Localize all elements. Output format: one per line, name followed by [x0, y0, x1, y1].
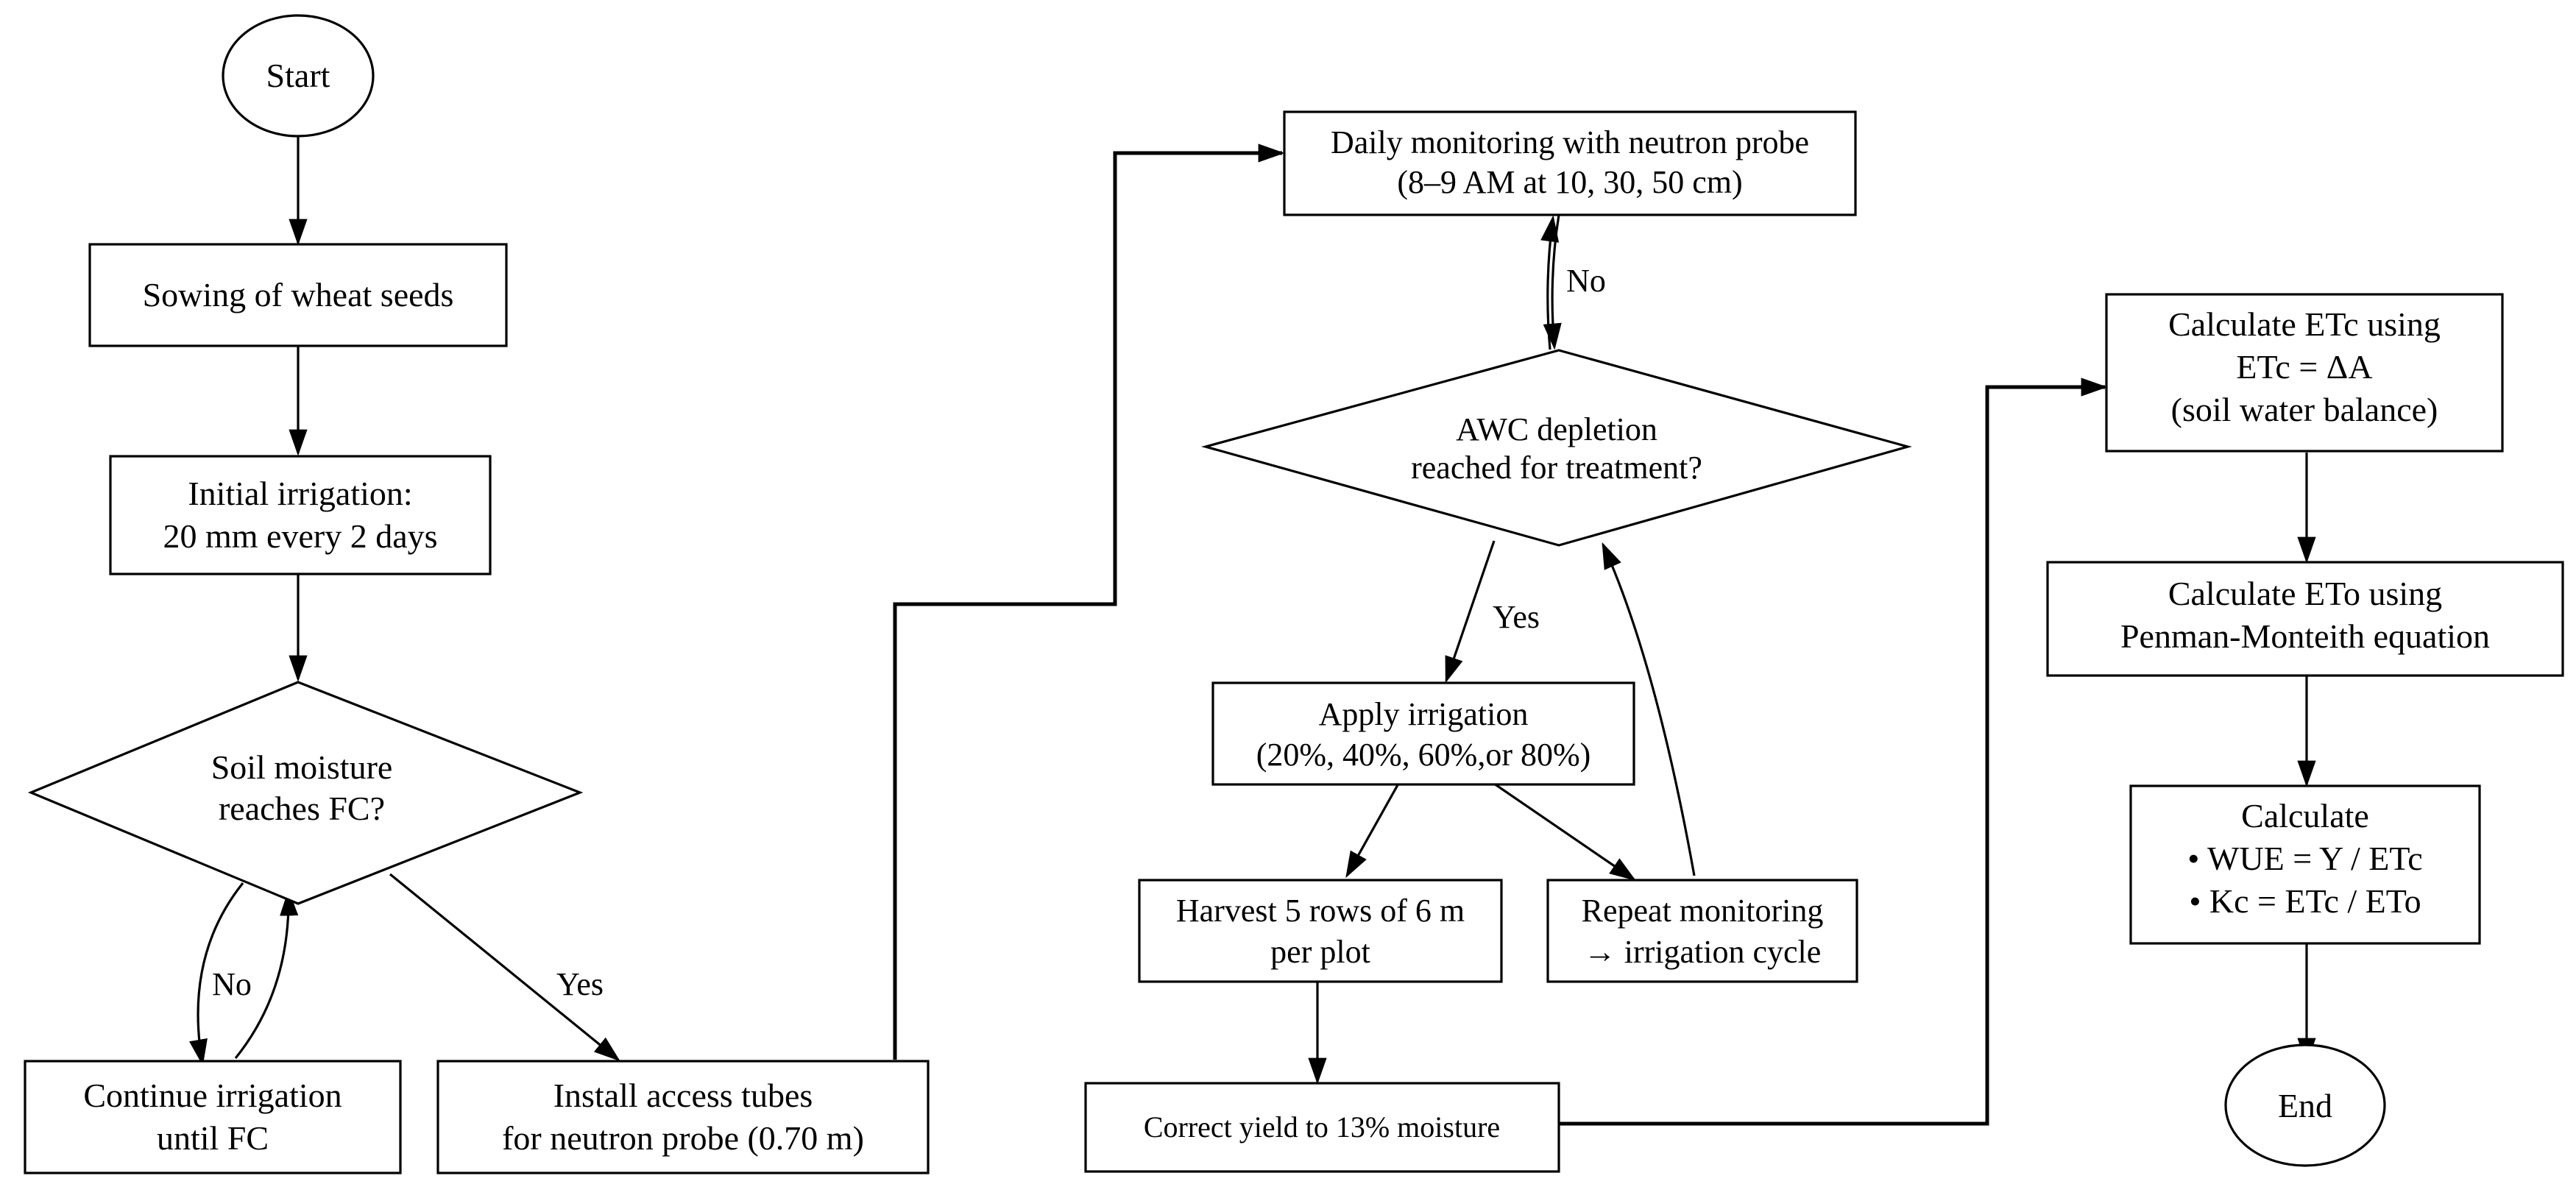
edge-labels: No Yes No Yes — [212, 263, 1606, 1002]
node-continue-irrigation: Continue irrigation until FC — [24, 1060, 402, 1174]
svg-text:ETc = ΔA: ETc = ΔA — [2236, 348, 2372, 386]
svg-text:Soil moisture: Soil moisture — [211, 748, 393, 786]
svg-text:• Kc = ETc / ETo: • Kc = ETc / ETo — [2189, 882, 2421, 920]
node-apply-irrigation: Apply irrigation (20%, 40%, 60%,or 80%) — [1211, 681, 1635, 786]
svg-text:Initial irrigation:: Initial irrigation: — [188, 475, 412, 512]
edge-install-daily — [893, 143, 1285, 1060]
edge-correct-etc — [1557, 378, 2108, 1126]
node-awc-decision: AWC depletion reached for treatment? — [1200, 349, 1912, 547]
edges — [189, 137, 2316, 1126]
svg-text:Repeat monitoring: Repeat monitoring — [1582, 893, 1824, 929]
edge-awc-daily — [1540, 215, 1560, 350]
edge-apply-harvest — [1345, 783, 1400, 879]
svg-text:Daily monitoring with neutron: Daily monitoring with neutron probe — [1331, 124, 1809, 160]
svg-text:per plot: per plot — [1270, 934, 1370, 970]
svg-text:20 mm every 2 days: 20 mm every 2 days — [163, 517, 437, 555]
svg-text:Harvest 5 rows of 6 m: Harvest 5 rows of 6 m — [1176, 893, 1465, 929]
edge-label-awc-no: No — [1566, 263, 1606, 299]
edge-daily-awc — [1543, 214, 1562, 350]
node-calc-wue-kc: Calculate • WUE = Y / ETc • Kc = ETc / E… — [2129, 784, 2481, 945]
svg-text:(8–9 AM at 10, 30, 50 cm): (8–9 AM at 10, 30, 50 cm) — [1397, 164, 1742, 200]
edge-soil-continue — [189, 882, 244, 1066]
node-start: Start — [222, 14, 375, 138]
svg-text:Calculate ETo using: Calculate ETo using — [2168, 575, 2442, 612]
svg-text:Calculate ETc using: Calculate ETc using — [2168, 305, 2441, 343]
node-soil-moisture-decision: Soil moisture reaches FC? — [27, 681, 584, 905]
node-sowing: Sowing of wheat seeds — [88, 243, 508, 347]
edge-awc-apply — [1445, 540, 1496, 684]
svg-text:Correct yield to 13% moisture: Correct yield to 13% moisture — [1144, 1110, 1500, 1144]
edge-label-awc-yes: Yes — [1493, 599, 1540, 635]
svg-text:until FC: until FC — [157, 1119, 269, 1157]
edge-continue-soil — [234, 889, 299, 1060]
node-install-tubes: Install access tubes for neutron probe (… — [436, 1060, 930, 1174]
edge-repeat-awc — [1602, 542, 1696, 876]
node-calc-etc: Calculate ETc using ETc = ΔA (soil water… — [2105, 293, 2504, 453]
svg-text:(20%, 40%, 60%,or 80%): (20%, 40%, 60%,or 80%) — [1256, 737, 1591, 773]
edge-label-soil-yes: Yes — [556, 966, 604, 1002]
node-harvest: Harvest 5 rows of 6 m per plot — [1138, 879, 1503, 983]
svg-text:Penman-Monteith equation: Penman-Monteith equation — [2120, 617, 2490, 655]
node-daily-monitoring: Daily monitoring with neutron probe (8–9… — [1283, 110, 1857, 216]
svg-text:Sowing of wheat seeds: Sowing of wheat seeds — [143, 276, 454, 313]
node-repeat-monitoring: Repeat monitoring → irrigation cycle — [1546, 879, 1858, 983]
svg-text:Continue irrigation: Continue irrigation — [83, 1077, 342, 1114]
svg-text:for neutron probe (0.70 m): for neutron probe (0.70 m) — [502, 1119, 864, 1157]
svg-text:Apply irrigation: Apply irrigation — [1319, 696, 1529, 732]
svg-text:Install access tubes: Install access tubes — [553, 1077, 813, 1114]
edge-apply-repeat — [1493, 782, 1636, 882]
svg-text:reached for treatment?: reached for treatment? — [1411, 450, 1702, 486]
svg-text:End: End — [2278, 1087, 2332, 1124]
svg-text:Start: Start — [266, 57, 330, 94]
node-initial-irrigation: Initial irrigation: 20 mm every 2 days — [109, 455, 492, 575]
svg-text:→ irrigation cycle: → irrigation cycle — [1584, 934, 1822, 970]
edge-label-soil-no: No — [212, 966, 252, 1002]
svg-text:Calculate: Calculate — [2241, 797, 2369, 834]
svg-text:(soil water balance): (soil water balance) — [2171, 391, 2438, 428]
svg-text:AWC depletion: AWC depletion — [1456, 411, 1657, 447]
node-calc-eto: Calculate ETo using Penman-Monteith equa… — [2046, 561, 2564, 677]
edge-soil-install — [389, 873, 620, 1062]
svg-text:reaches FC?: reaches FC? — [219, 790, 385, 827]
svg-text:• WUE = Y / ETc: • WUE = Y / ETc — [2187, 840, 2422, 877]
node-end: End — [2224, 1043, 2386, 1167]
node-correct-yield: Correct yield to 13% moisture — [1084, 1082, 1560, 1173]
